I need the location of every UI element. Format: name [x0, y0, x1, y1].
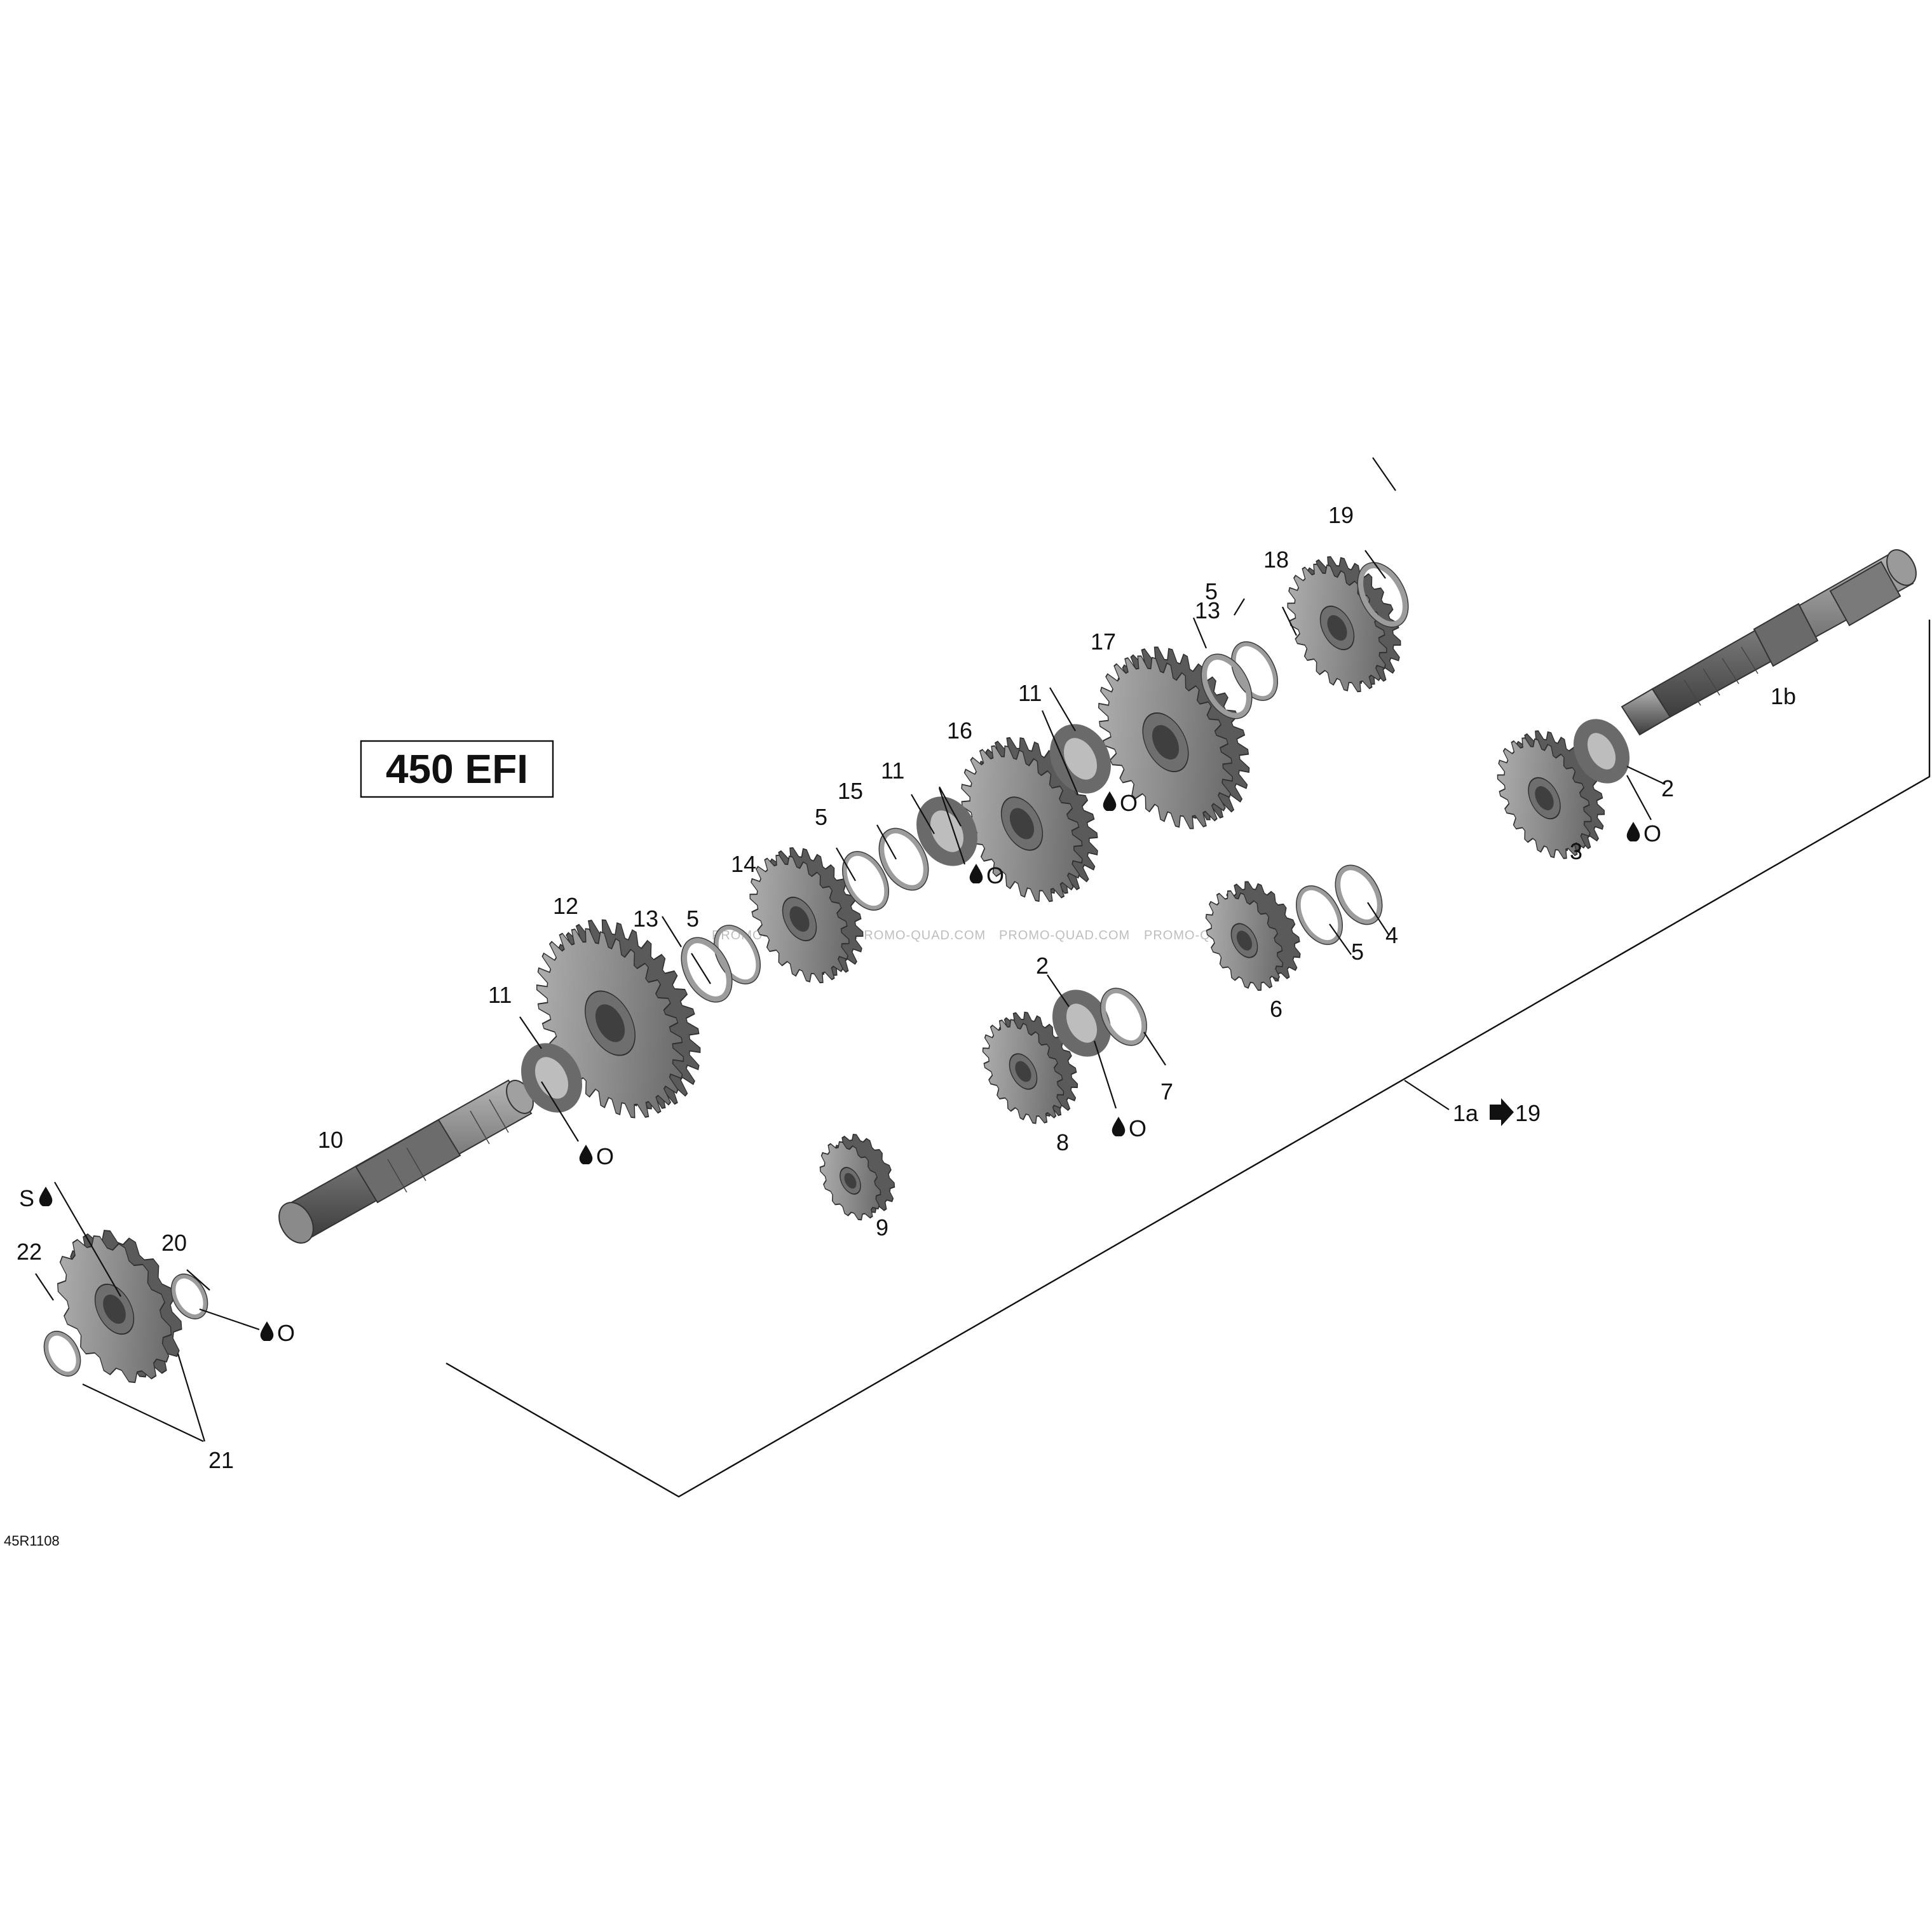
gear-6: [1205, 881, 1301, 991]
gear-16: [961, 737, 1098, 902]
label-1b: 1b: [1771, 683, 1796, 709]
label-20: 20: [161, 1230, 187, 1256]
sealant-mark: S: [19, 1185, 34, 1211]
label-8: 8: [1056, 1129, 1069, 1155]
ring-5: [1231, 641, 1278, 701]
label-21: 21: [208, 1447, 234, 1473]
label-5: 5: [815, 804, 827, 830]
ring-5: [1296, 885, 1343, 945]
label-15: 15: [838, 778, 863, 804]
oil-drop-icon: [1103, 791, 1117, 811]
label-11: 11: [488, 982, 512, 1008]
label-7: 7: [1160, 1078, 1173, 1105]
model-title: 450 EFI: [386, 746, 528, 792]
ring-5: [842, 851, 889, 911]
ring-13: [1201, 654, 1252, 719]
ring-5-edge: [714, 925, 761, 984]
ring-20-edge: [170, 1274, 208, 1319]
oil-drop-icon: [260, 1321, 274, 1341]
ring-13-edge: [1201, 653, 1253, 719]
ring-13-edge: [681, 937, 733, 1003]
label-18: 18: [1263, 547, 1289, 573]
label-1a: 1a: [1453, 1100, 1479, 1126]
label-13: 13: [1195, 597, 1220, 623]
ring-15: [879, 828, 929, 890]
figure-code: 45R1108: [4, 1533, 60, 1549]
part-labels: 19 18 13 5 17 11 16 11 15 5 14 5 13 12 1…: [4, 502, 1796, 1549]
label-14: 14: [731, 851, 756, 877]
bushing-2: [1052, 990, 1112, 1057]
bushing-11: [521, 1043, 582, 1113]
ring-7-edge: [1100, 988, 1147, 1046]
ring-7: [1100, 988, 1147, 1046]
ring-19-edge: [1357, 562, 1409, 628]
label-13: 13: [633, 906, 658, 932]
label-5: 5: [1205, 578, 1218, 604]
label-9: 9: [876, 1214, 888, 1241]
ring-5-edge: [1296, 885, 1343, 945]
label-16: 16: [947, 718, 972, 744]
label-2: 2: [1036, 953, 1049, 979]
label-11: 11: [881, 758, 904, 784]
label-5: 5: [686, 906, 699, 932]
gear-8: [982, 1011, 1078, 1124]
label-4: 4: [1385, 922, 1398, 948]
ring-4-edge: [1335, 864, 1383, 925]
gear-14: [749, 847, 864, 984]
shaft-10: [278, 1079, 534, 1244]
ring-22: [44, 1331, 81, 1377]
label-19: 19: [1328, 502, 1354, 528]
label-22: 22: [17, 1239, 42, 1265]
oil-mark: O: [986, 862, 1004, 888]
label-12: 12: [553, 893, 578, 919]
oil-drop-icon: [1626, 822, 1640, 841]
gear-3: [1497, 730, 1605, 859]
label-6: 6: [1270, 996, 1282, 1022]
bushing-2: [1573, 719, 1630, 784]
ring-20: [171, 1274, 208, 1319]
oil-drop-icon: [39, 1187, 53, 1206]
label-10: 10: [318, 1127, 343, 1153]
label-3: 3: [1570, 838, 1582, 864]
gear-12: [536, 919, 701, 1119]
gear-9: [819, 1134, 895, 1221]
ring-13: [681, 937, 732, 1002]
label-5: 5: [1351, 939, 1364, 965]
ring-parts: [43, 562, 1630, 1377]
label-17: 17: [1091, 629, 1116, 655]
gear-parts: [57, 556, 1605, 1384]
gear-18: [1287, 556, 1401, 693]
oil-mark: O: [1120, 790, 1138, 816]
ring-4: [1335, 865, 1382, 925]
oil-mark: O: [277, 1320, 295, 1346]
arrow-right-icon: [1490, 1098, 1514, 1126]
ring-15-edge: [878, 827, 929, 891]
label-19-range-end: 19: [1515, 1100, 1541, 1126]
assembly-bracket: [446, 620, 1931, 1498]
leader-lines: [35, 457, 1666, 1442]
oil-mark: O: [1129, 1115, 1146, 1141]
ring-5-edge: [842, 851, 889, 911]
label-2: 2: [1661, 775, 1674, 801]
ring-19: [1357, 562, 1408, 627]
oil-drop-icon: [1112, 1117, 1126, 1136]
oil-drop-icon: [579, 1145, 593, 1164]
oil-mark: O: [596, 1143, 614, 1169]
ring-22-edge: [43, 1331, 81, 1377]
label-11: 11: [1018, 680, 1042, 706]
watermark: PROMO-QUAD.COM: [999, 929, 1130, 942]
oil-drop-icon: [969, 864, 983, 883]
model-title-box: 450 EFI: [360, 740, 554, 798]
sprocket-21: [57, 1230, 182, 1384]
ring-5-edge: [1231, 641, 1278, 701]
lubrication-marks: O O O O O O S: [19, 790, 1661, 1346]
oil-mark: O: [1643, 820, 1661, 847]
gear-17: [1098, 646, 1250, 829]
watermark: PROMO-QUAD.COM: [855, 929, 986, 942]
shaft-1b: [1621, 549, 1917, 736]
